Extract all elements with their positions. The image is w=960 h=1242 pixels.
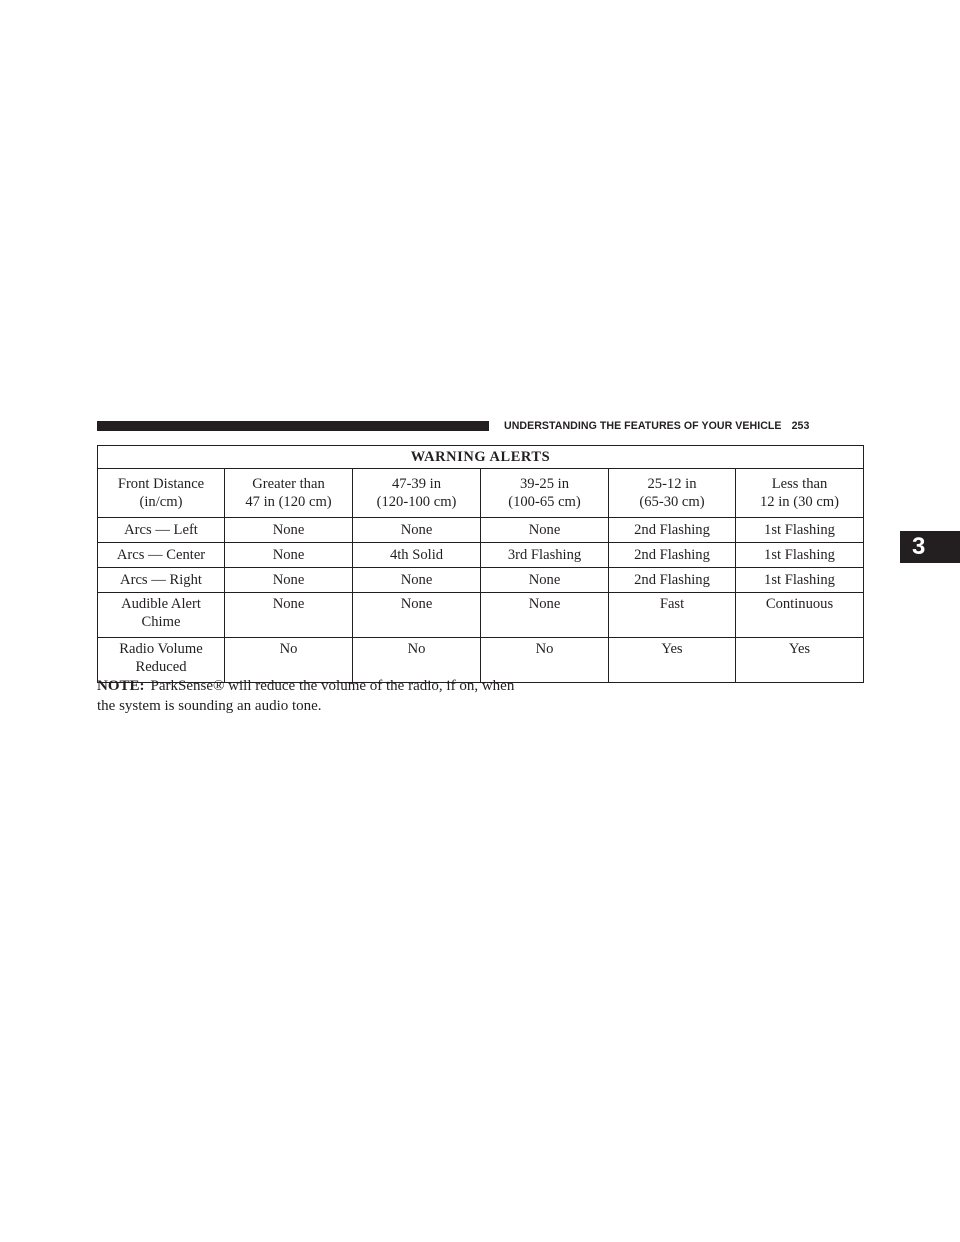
table-cell: 3rd Flashing	[480, 542, 609, 568]
row-label: Arcs — Left	[97, 517, 225, 543]
row-label: Arcs — Right	[97, 567, 225, 593]
header-column-line: 47 in (120 cm)	[245, 494, 332, 510]
table-cell: 1st Flashing	[734, 517, 865, 543]
table-cell: No	[224, 637, 353, 683]
table-row: Radio Volume Reduced No No No Yes Yes	[97, 637, 865, 683]
header-column-line: (65-30 cm)	[639, 494, 705, 510]
table-cell: None	[224, 592, 353, 638]
table-cell: 2nd Flashing	[608, 542, 736, 568]
header-label-line: (in/cm)	[139, 494, 183, 510]
header-column-cell: 25-12 in (65-30 cm)	[608, 468, 736, 518]
warning-alerts-table: WARNING ALERTS Front Distance (in/cm) Gr…	[96, 445, 865, 683]
header-rule-bar	[97, 421, 489, 431]
table-cell: 4th Solid	[352, 542, 481, 568]
table-cell: None	[480, 592, 609, 638]
row-label-line: Audible Alert	[121, 596, 201, 612]
row-label-line: Chime	[141, 614, 181, 630]
table-cell: Yes	[608, 637, 736, 683]
table-cell: None	[480, 517, 609, 543]
note-text: ParkSense® will reduce the volume of the…	[97, 678, 515, 714]
table-cell: No	[352, 637, 481, 683]
table-cell: Fast	[608, 592, 736, 638]
table-cell: 1st Flashing	[734, 567, 865, 593]
table-row: Audible Alert Chime None None None Fast …	[97, 592, 865, 638]
table-cell: None	[480, 567, 609, 593]
header-column-line: Less than	[771, 476, 828, 492]
running-header-title: UNDERSTANDING THE FEATURES OF YOUR VEHIC…	[504, 420, 782, 432]
table-cell: None	[352, 592, 481, 638]
header-column-cell: 47-39 in (120-100 cm)	[352, 468, 481, 518]
table-cell: None	[224, 567, 353, 593]
chapter-number: 3	[912, 533, 926, 560]
table-cell: 2nd Flashing	[608, 517, 736, 543]
running-header: UNDERSTANDING THE FEATURES OF YOUR VEHIC…	[504, 418, 809, 434]
table-header-row: Front Distance (in/cm) Greater than 47 i…	[97, 468, 865, 518]
table-row: Arcs — Right None None None 2nd Flashing…	[97, 567, 865, 593]
table-cell: 2nd Flashing	[608, 567, 736, 593]
row-label: Radio Volume Reduced	[97, 637, 225, 683]
header-column-line: Greater than	[252, 476, 325, 492]
header-column-line: 39-25 in	[519, 476, 570, 492]
table-cell: Yes	[734, 637, 865, 683]
table-cell: Continuous	[734, 592, 865, 638]
row-label: Audible Alert Chime	[97, 592, 225, 638]
table-title: WARNING ALERTS	[96, 445, 865, 469]
header-column-cell: 39-25 in (100-65 cm)	[480, 468, 609, 518]
header-column-line: 25-12 in	[647, 476, 697, 492]
page-number: 253	[791, 420, 810, 432]
row-label-line: Reduced	[135, 659, 187, 675]
header-column-line: (100-65 cm)	[508, 494, 581, 510]
table-row: Arcs — Left None None None 2nd Flashing …	[97, 517, 865, 543]
header-column-line: (120-100 cm)	[376, 494, 457, 510]
header-label-cell: Front Distance (in/cm)	[97, 468, 225, 518]
header-column-line: 12 in (30 cm)	[759, 494, 840, 510]
header-column-cell: Less than 12 in (30 cm)	[734, 468, 865, 518]
note-label: NOTE:	[97, 678, 145, 694]
table-cell: None	[352, 567, 481, 593]
table-cell: 1st Flashing	[734, 542, 865, 568]
note-paragraph: NOTE:ParkSense® will reduce the volume o…	[97, 676, 517, 716]
table-cell: None	[352, 517, 481, 543]
chapter-tab: 3	[900, 531, 960, 563]
row-label: Arcs — Center	[97, 542, 225, 568]
row-label-line: Radio Volume	[119, 641, 203, 657]
header-column-cell: Greater than 47 in (120 cm)	[224, 468, 353, 518]
table-cell: None	[224, 517, 353, 543]
table-row: Arcs — Center None 4th Solid 3rd Flashin…	[97, 542, 865, 568]
table-cell: None	[224, 542, 353, 568]
header-label-line: Front Distance	[117, 476, 205, 492]
header-column-line: 47-39 in	[391, 476, 442, 492]
